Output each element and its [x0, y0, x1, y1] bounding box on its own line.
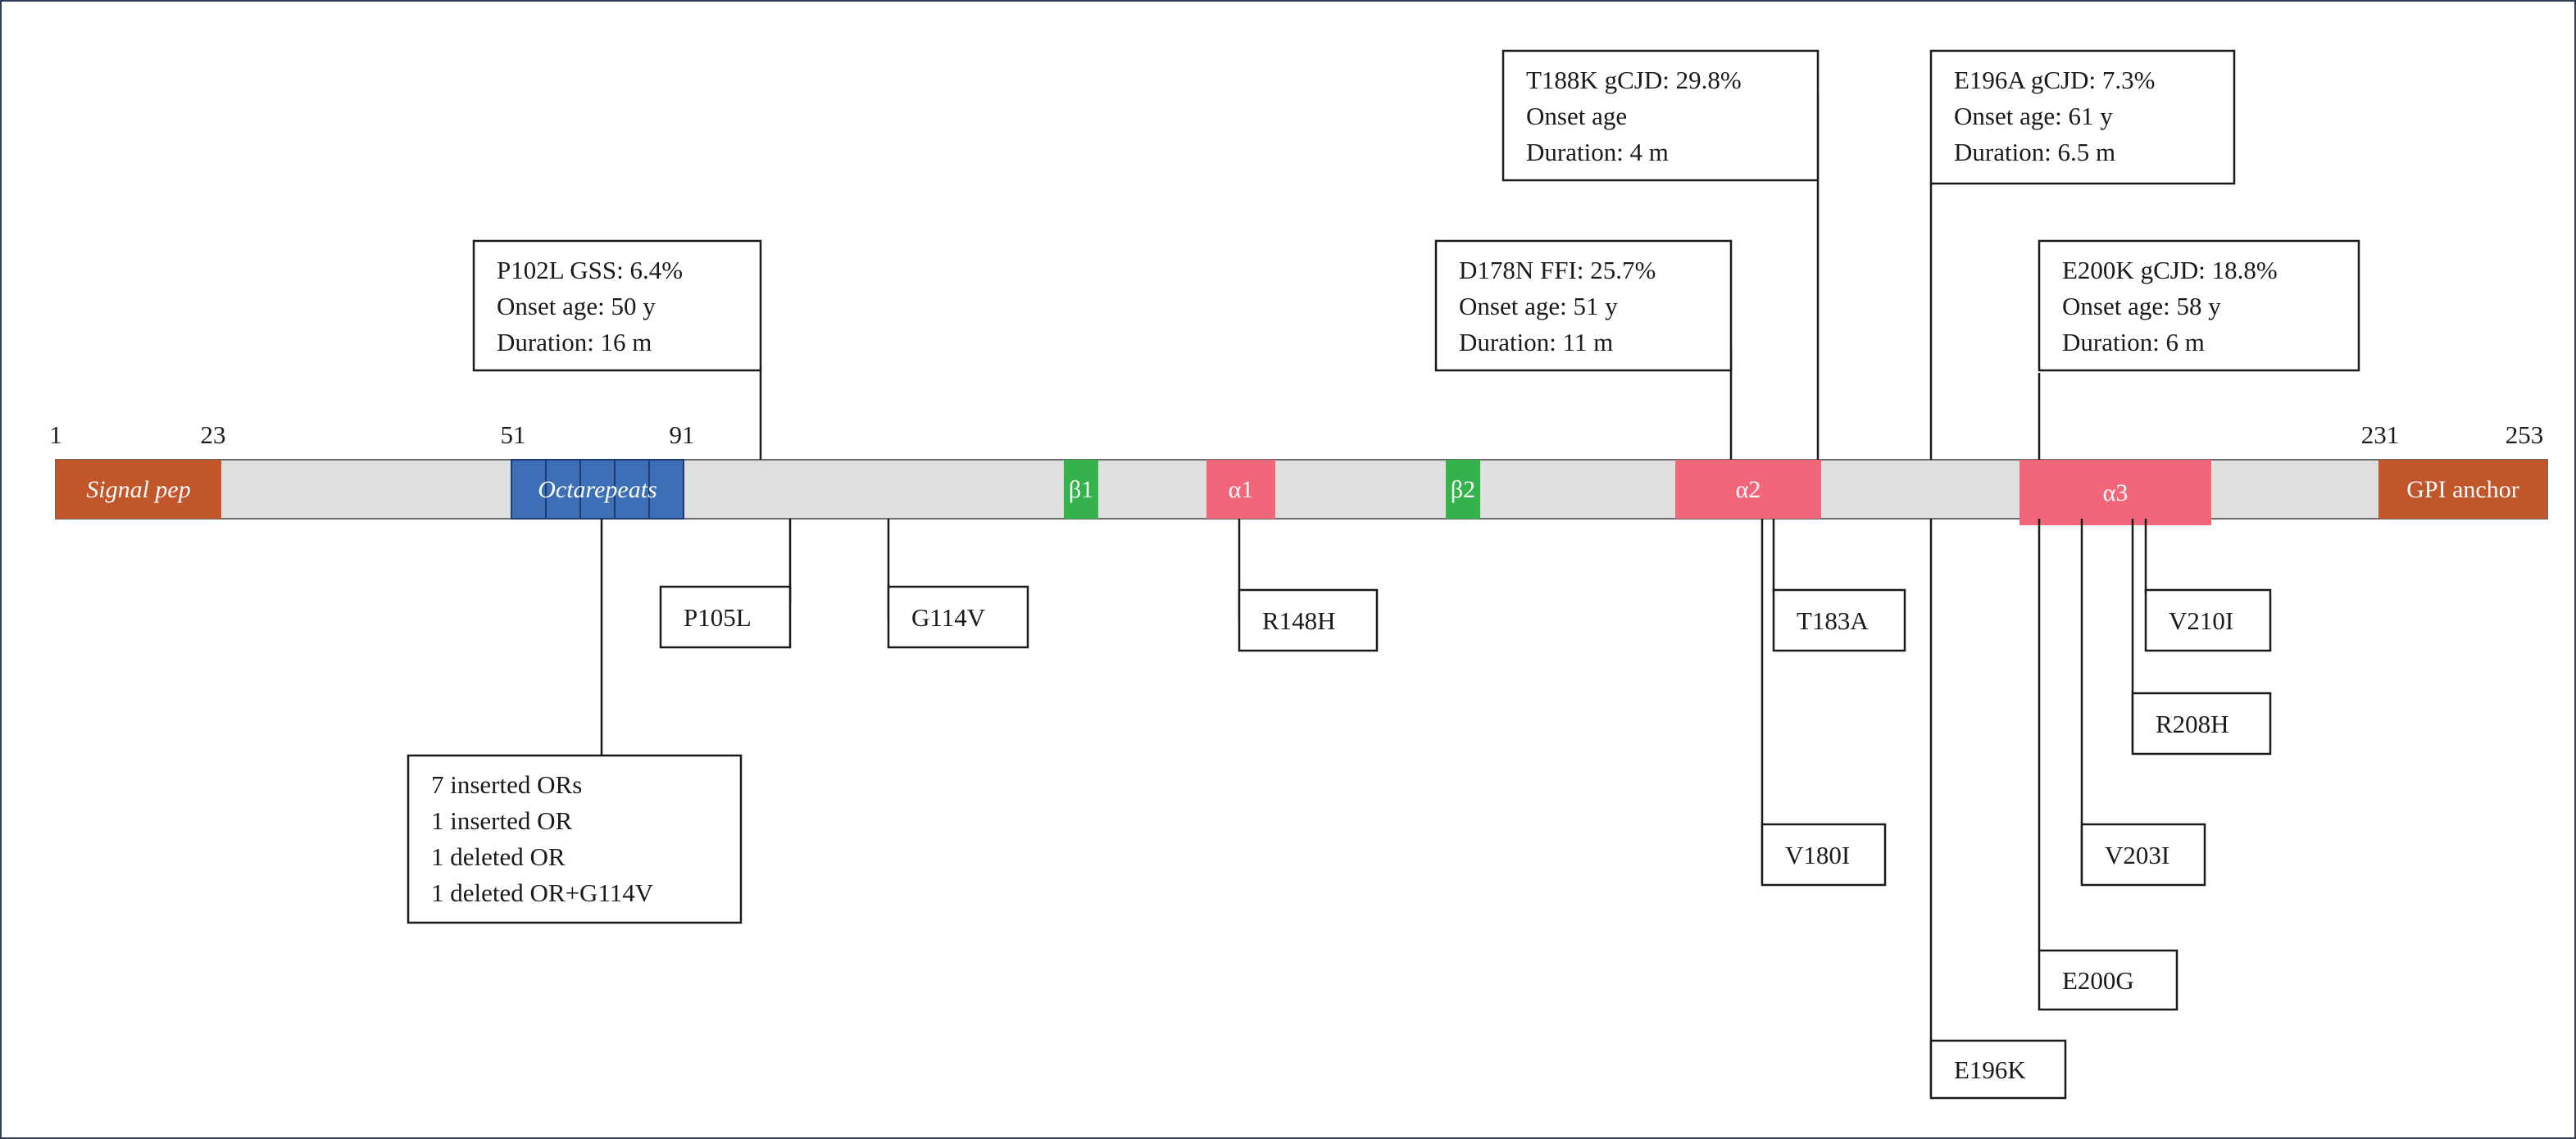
- callout-d178n-line: Duration: 11 m: [1459, 328, 1613, 356]
- position-label: 253: [2506, 420, 2544, 449]
- callout-r148h-line: R148H: [1262, 606, 1336, 635]
- domain-signal: Signal pep: [56, 460, 221, 519]
- callout-d178n-line: D178N FFI: 25.7%: [1459, 256, 1656, 284]
- octarepeat-outline: [511, 459, 684, 520]
- callout-r208h: R208H: [2131, 692, 2272, 756]
- domain-a3-block: [2019, 460, 2211, 525]
- callout-e196a: E196A gCJD: 7.3% Onset age: 61 y Duration:…: [1929, 49, 2236, 185]
- domain-a1-label: α1: [1229, 476, 1254, 503]
- position-label: 91: [670, 420, 695, 449]
- callout-or-line: 1 deleted OR+G114V: [431, 878, 654, 907]
- callout-t188k-box: [1502, 49, 1820, 182]
- callout-t183a-box: [1772, 588, 1906, 652]
- residue-positions: 1 23 51 91 231 253: [49, 420, 2543, 449]
- position-label: 231: [2361, 420, 2400, 449]
- callout-e200k-line: Duration: 6 m: [2062, 328, 2205, 356]
- callout-r148h-box: [1238, 588, 1379, 652]
- callout-v203i-line: V203I: [2105, 841, 2169, 869]
- callout-e196a-line: E196A gCJD: 7.3%: [1954, 66, 2155, 94]
- callout-p102l-box: [472, 239, 762, 372]
- callout-p102l-line: Duration: 16 m: [497, 328, 652, 356]
- mutation-callouts: P102L GSS: 6.4% Onset age: 50 y Duration: …: [407, 49, 2360, 1100]
- callout-e196k-box: [1929, 1039, 2067, 1100]
- callout-e196a-line: Duration: 6.5 m: [1954, 138, 2115, 166]
- position-label: 23: [201, 420, 226, 449]
- domain-octa-label: Octarepeats: [538, 476, 657, 503]
- domain-b1: β1: [1064, 460, 1098, 519]
- callout-e200k-box: [2038, 239, 2360, 372]
- domain-a2: α2: [1675, 460, 1821, 519]
- callout-v210i: V210I: [2144, 588, 2272, 652]
- callout-e196a-line: Onset age: 61 y: [1954, 102, 2113, 130]
- callout-r148h: R148H: [1238, 588, 1379, 652]
- callout-r208h-line: R208H: [2156, 710, 2229, 738]
- domain-a3-label: α3: [2103, 479, 2128, 506]
- callout-t183a: T183A: [1772, 588, 1906, 652]
- domain-gpi: GPI anchor: [2378, 460, 2547, 519]
- callout-e200g-line: E200G: [2062, 966, 2134, 995]
- callout-v180i: V180I: [1760, 823, 1887, 887]
- callout-d178n: D178N FFI: 25.7% Onset age: 51 y Duration:…: [1434, 239, 1733, 372]
- position-label: 51: [501, 420, 526, 449]
- domain-octa-block: [511, 460, 684, 519]
- callout-or: 7 inserted ORs 1 inserted OR 1 deleted OR 1…: [407, 754, 743, 924]
- domain-a1-block: [1206, 460, 1275, 519]
- callout-p102l-line: Onset age: 50 y: [497, 292, 656, 320]
- callout-v210i-line: V210I: [2169, 606, 2233, 635]
- domain-gpi-block: [2378, 460, 2547, 519]
- domain-b2-label: β2: [1451, 476, 1475, 503]
- callout-g114v: G114V: [887, 585, 1029, 649]
- callout-d178n-box: [1434, 239, 1733, 372]
- callout-p105l-box: [659, 585, 792, 649]
- domain-a3: α3: [2019, 460, 2211, 525]
- callout-p102l-line: P102L GSS: 6.4%: [497, 256, 683, 284]
- callout-v210i-box: [2144, 588, 2272, 652]
- domain-signal-label: Signal pep: [86, 476, 191, 503]
- domain-b1-label: β1: [1069, 476, 1093, 503]
- callout-v203i-box: [2080, 823, 2206, 887]
- callout-e200k-line: Onset age: 58 y: [2062, 292, 2221, 320]
- domain-a1: α1: [1206, 460, 1275, 519]
- domain-signal-block: [56, 460, 221, 519]
- callout-g114v-box: [887, 585, 1029, 649]
- domain-b2: β2: [1446, 460, 1480, 519]
- callout-e200g: E200G: [2038, 949, 2178, 1011]
- domain-a2-label: α2: [1736, 476, 1761, 503]
- callout-d178n-line: Onset age: 51 y: [1459, 292, 1618, 320]
- domain-gpi-label: GPI anchor: [2406, 476, 2519, 503]
- callout-p102l: P102L GSS: 6.4% Onset age: 50 y Duration: …: [472, 239, 762, 372]
- callout-t188k-line: Duration: 4 m: [1526, 138, 1669, 166]
- protein-domains: Signal pep Octarepeats β1 α1 β2 α2 α3 GPI ancho…: [56, 459, 2547, 525]
- callout-e200k-line: E200K gCJD: 18.8%: [2062, 256, 2278, 284]
- callout-v180i-box: [1760, 823, 1887, 887]
- callout-e196a-box: [1929, 49, 2236, 185]
- domain-b2-block: [1446, 460, 1480, 519]
- callout-e200g-box: [2038, 949, 2178, 1011]
- callout-p105l-line: P105L: [684, 603, 752, 632]
- callout-g114v-line: G114V: [911, 603, 986, 632]
- domain-b1-block: [1064, 460, 1098, 519]
- callout-t188k-line: T188K gCJD: 29.8%: [1526, 66, 1742, 94]
- callout-or-box: [407, 754, 743, 924]
- callout-e196k-line: E196K: [1954, 1055, 2026, 1084]
- domain-octa: Octarepeats: [511, 459, 684, 520]
- callout-p105l: P105L: [659, 585, 792, 649]
- callout-r208h-box: [2131, 692, 2272, 756]
- callout-t188k-line: Onset age: [1526, 102, 1627, 130]
- callout-v203i: V203I: [2080, 823, 2206, 887]
- callout-or-line: 1 deleted OR: [431, 842, 566, 871]
- callout-e200k: E200K gCJD: 18.8% Onset age: 58 y Duration…: [2038, 239, 2360, 372]
- callout-e196k: E196K: [1929, 1039, 2067, 1100]
- domain-a2-block: [1675, 460, 1821, 519]
- position-label: 1: [49, 420, 62, 449]
- callout-or-line: 1 inserted OR: [431, 806, 573, 835]
- callout-v180i-line: V180I: [1785, 841, 1850, 869]
- callout-t183a-line: T183A: [1797, 606, 1869, 635]
- callout-or-line: 7 inserted ORs: [431, 770, 582, 799]
